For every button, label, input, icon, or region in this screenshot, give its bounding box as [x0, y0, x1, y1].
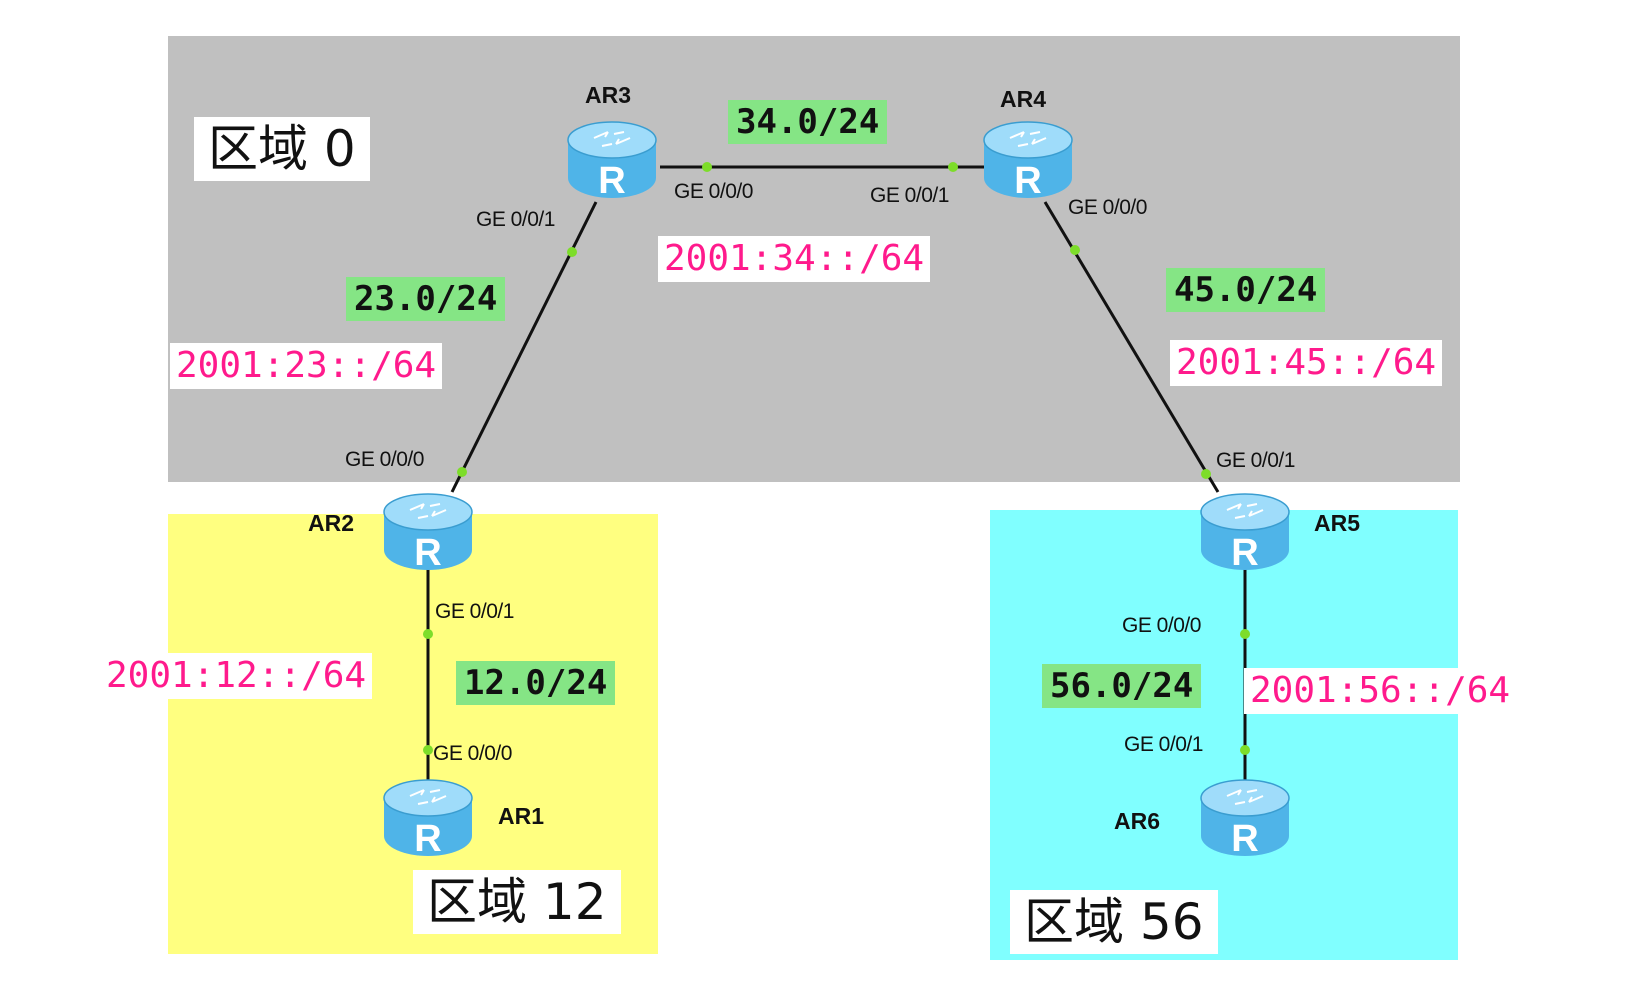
port-label: GE 0/0/0	[674, 180, 753, 203]
subnet-v4-label: 45.0/24	[1166, 268, 1326, 312]
svg-text:R: R	[598, 160, 625, 202]
subnet-v4-label: 34.0/24	[728, 100, 888, 144]
router-label-ar3: AR3	[585, 82, 632, 108]
router-icon: R	[383, 493, 473, 574]
router-icon: R	[383, 779, 473, 860]
router-icon: R	[983, 121, 1073, 202]
router-icon: R	[1200, 779, 1290, 860]
router-ar1[interactable]: R	[382, 776, 474, 860]
subnet-v6-label: 2001:23::/64	[170, 343, 443, 389]
port-dot	[457, 467, 467, 477]
port-label: GE 0/0/1	[476, 208, 555, 231]
port-label: GE 0/0/1	[435, 600, 514, 623]
router-label-ar4: AR4	[1000, 86, 1047, 112]
subnet-v6-label: 2001:56::/64	[1244, 668, 1517, 714]
svg-text:R: R	[414, 818, 441, 860]
port-label: GE 0/0/0	[345, 448, 424, 471]
port-dot	[1201, 469, 1211, 479]
area-12-label: 区域 12	[413, 870, 621, 934]
port-dot	[1240, 629, 1250, 639]
port-dot	[423, 745, 433, 755]
port-label: GE 0/0/0	[433, 742, 512, 765]
area-56-label: 区域 56	[1010, 890, 1218, 954]
link-ar3-ar2	[450, 201, 598, 493]
router-label-ar2: AR2	[308, 510, 355, 536]
port-label: GE 0/0/0	[1122, 614, 1201, 637]
router-ar5[interactable]: R	[1199, 490, 1291, 574]
port-label: GE 0/0/0	[1068, 196, 1147, 219]
port-dot	[423, 629, 433, 639]
router-ar3[interactable]: R	[566, 118, 658, 202]
svg-text:R: R	[1231, 818, 1258, 860]
subnet-v4-label: 23.0/24	[346, 277, 506, 321]
svg-text:R: R	[414, 532, 441, 574]
subnet-v6-label: 2001:34::/64	[658, 236, 931, 282]
subnet-v4-label: 56.0/24	[1042, 664, 1202, 708]
port-label: GE 0/0/1	[870, 184, 949, 207]
router-icon: R	[1200, 493, 1290, 574]
port-dot	[702, 162, 712, 172]
router-ar2[interactable]: R	[382, 490, 474, 574]
router-ar4[interactable]: R	[982, 118, 1074, 202]
area-0-label: 区域 0	[194, 117, 370, 181]
subnet-v6-label: 2001:45::/64	[1170, 340, 1443, 386]
port-label: GE 0/0/1	[1216, 449, 1295, 472]
svg-text:R: R	[1231, 532, 1258, 574]
router-label-ar5: AR5	[1314, 510, 1361, 536]
subnet-v4-label: 12.0/24	[456, 661, 616, 705]
router-ar6[interactable]: R	[1199, 776, 1291, 860]
port-dot	[1070, 245, 1080, 255]
subnet-v6-label: 2001:12::/64	[100, 653, 373, 699]
port-dot	[948, 162, 958, 172]
port-dot	[1240, 745, 1250, 755]
area-56-region	[990, 510, 1458, 960]
port-dot	[567, 247, 577, 257]
svg-text:R: R	[1014, 160, 1041, 202]
router-label-ar1: AR1	[498, 803, 545, 829]
router-icon: R	[567, 121, 657, 202]
router-label-ar6: AR6	[1114, 808, 1161, 834]
port-label: GE 0/0/1	[1124, 733, 1203, 756]
